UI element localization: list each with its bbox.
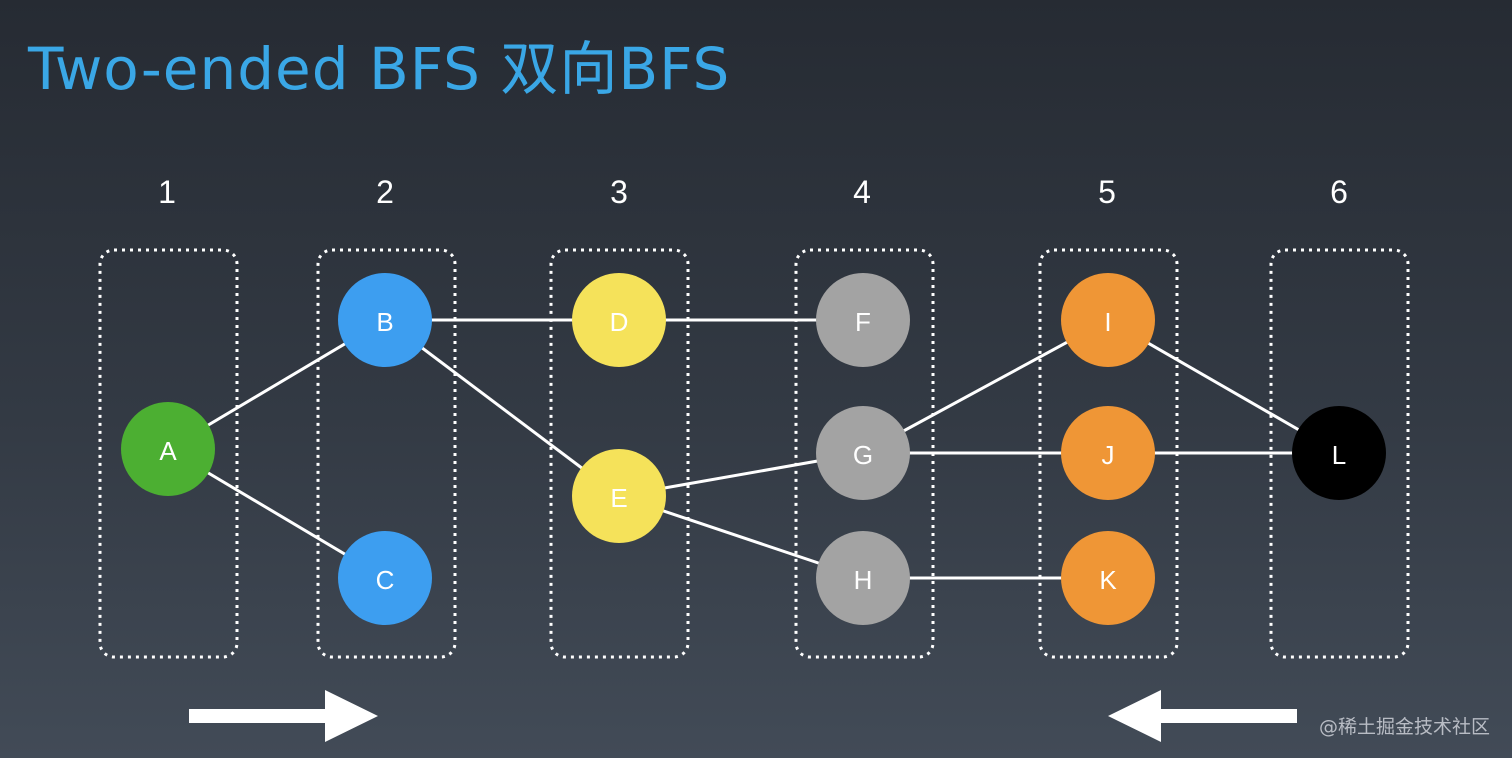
level-label-3: 3 bbox=[610, 174, 628, 210]
node-circle-h bbox=[816, 531, 910, 625]
node-circle-f bbox=[816, 273, 910, 367]
watermark: @稀土掘金技术社区 bbox=[1318, 716, 1490, 738]
page-title: Two-ended BFS 双向BFS bbox=[28, 35, 731, 103]
level-label-6: 6 bbox=[1330, 174, 1348, 210]
level-label-4: 4 bbox=[853, 174, 871, 210]
node-b: B bbox=[338, 273, 432, 367]
node-d: D bbox=[572, 273, 666, 367]
node-e: E bbox=[572, 449, 666, 543]
node-g: G bbox=[816, 406, 910, 500]
node-circle-k bbox=[1061, 531, 1155, 625]
level-label-2: 2 bbox=[376, 174, 394, 210]
node-circle-g bbox=[816, 406, 910, 500]
graph-nodes: A B C D E F G H I J K L bbox=[121, 273, 1386, 625]
node-label-i: I bbox=[1104, 307, 1111, 337]
node-circle-i bbox=[1061, 273, 1155, 367]
level-box-6 bbox=[1269, 248, 1410, 659]
node-label-k: K bbox=[1099, 565, 1117, 595]
direction-arrows bbox=[189, 690, 1297, 742]
edge-b-e bbox=[384, 318, 620, 498]
node-label-j: J bbox=[1102, 440, 1115, 470]
node-a: A bbox=[121, 402, 215, 496]
node-circle-e bbox=[572, 449, 666, 543]
node-j: J bbox=[1061, 406, 1155, 500]
node-i: I bbox=[1061, 273, 1155, 367]
node-l: L bbox=[1292, 406, 1386, 500]
level-box-3 bbox=[549, 248, 690, 659]
node-k: K bbox=[1061, 531, 1155, 625]
graph-edges bbox=[167, 318, 1340, 580]
node-label-h: H bbox=[854, 565, 873, 595]
node-c: C bbox=[338, 531, 432, 625]
node-label-b: B bbox=[376, 307, 393, 337]
level-box-1 bbox=[98, 248, 239, 659]
node-circle-d bbox=[572, 273, 666, 367]
node-label-f: F bbox=[855, 307, 871, 337]
node-label-l: L bbox=[1332, 440, 1346, 470]
node-circle-a bbox=[121, 402, 215, 496]
level-label-5: 5 bbox=[1098, 174, 1116, 210]
level-boxes bbox=[98, 248, 1410, 659]
node-h: H bbox=[816, 531, 910, 625]
node-label-g: G bbox=[853, 440, 873, 470]
node-label-e: E bbox=[610, 483, 627, 513]
node-label-d: D bbox=[610, 307, 629, 337]
node-circle-l bbox=[1292, 406, 1386, 500]
level-label-1: 1 bbox=[158, 174, 176, 210]
node-circle-j bbox=[1061, 406, 1155, 500]
backward-arrow bbox=[1108, 690, 1297, 742]
forward-arrow bbox=[189, 690, 378, 742]
node-label-c: C bbox=[376, 565, 395, 595]
node-label-a: A bbox=[159, 436, 177, 466]
node-circle-b bbox=[338, 273, 432, 367]
level-box-2 bbox=[316, 248, 457, 659]
node-circle-c bbox=[338, 531, 432, 625]
node-f: F bbox=[816, 273, 910, 367]
